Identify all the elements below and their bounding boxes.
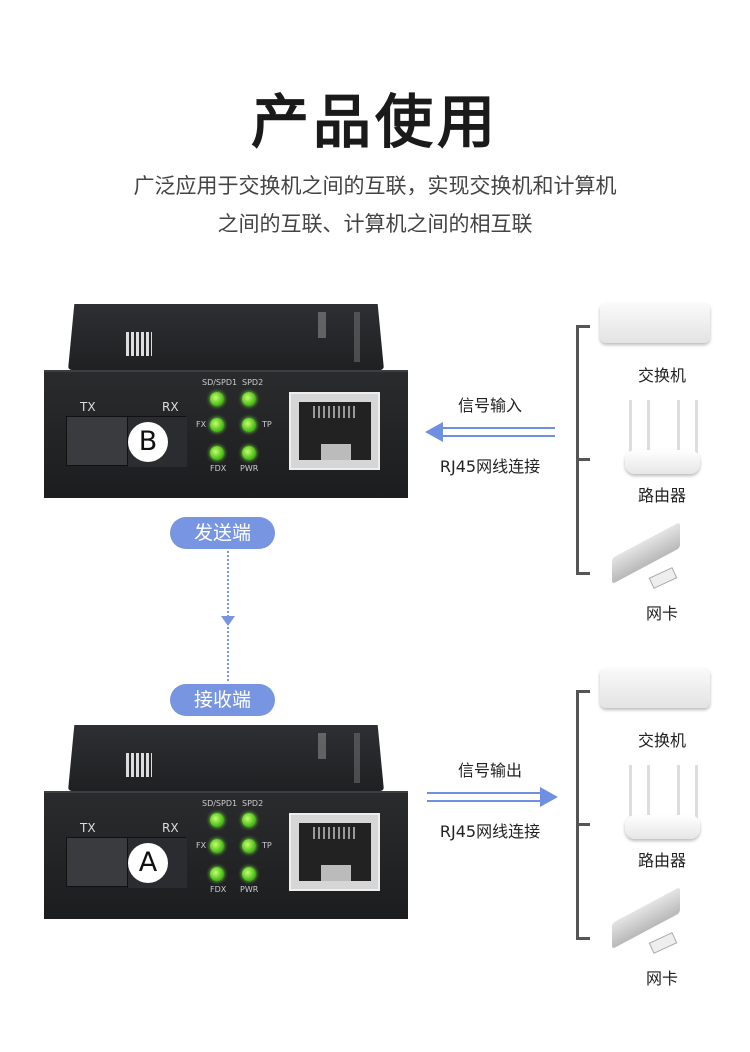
arrow-right-icon (427, 792, 542, 802)
device-front: TX RX B SD/SPD1 SPD2 FX TP FDX PWR (44, 370, 408, 498)
led-indicator (242, 446, 256, 460)
fiber-port: B (66, 416, 187, 467)
switch-image (600, 668, 710, 708)
led-label-spd2: SPD2 (242, 799, 264, 808)
model-text (318, 312, 326, 338)
led-label-tp: TP (262, 841, 272, 850)
led-indicator (242, 839, 256, 853)
led-indicator (242, 813, 256, 827)
switch-image (600, 303, 710, 343)
sender-pill: 发送端 (170, 517, 275, 549)
device-top (68, 304, 384, 370)
brand-logo (126, 753, 152, 777)
cable-label-top: RJ45网线连接 (439, 457, 541, 476)
led-indicator (210, 418, 224, 432)
led-label-sd-spd1: SD/SPD1 (202, 799, 238, 808)
led-indicator (242, 418, 256, 432)
badge-a: A (128, 843, 168, 883)
arrowhead-right-icon (540, 787, 558, 807)
led-indicator (242, 392, 256, 406)
tx-label: TX (80, 400, 96, 414)
device-top (68, 725, 384, 791)
rj45-port (289, 392, 380, 470)
signal-output-label: 信号输出 (457, 761, 522, 780)
bracket (576, 690, 590, 940)
network-card-image (612, 521, 692, 589)
model-text (354, 312, 360, 362)
led-indicator (242, 867, 256, 881)
endpoint-router-label: 路由器 (637, 486, 686, 505)
subtitle-line-2: 之间的互联、计算机之间的相互联 (217, 212, 533, 236)
rj45-port (289, 813, 380, 891)
led-label-pwr: PWR (240, 464, 259, 473)
led-label-fx: FX (196, 420, 207, 429)
brand-logo (126, 332, 152, 356)
fiber-port: A (66, 837, 187, 888)
cable-label-bottom: RJ45网线连接 (439, 822, 541, 841)
led-indicator (210, 446, 224, 460)
model-text (354, 733, 360, 783)
endpoint-router-label: 路由器 (637, 851, 686, 870)
tx-label: TX (80, 821, 96, 835)
bracket (576, 325, 590, 575)
led-label-tp: TP (262, 420, 272, 429)
led-label-pwr: PWR (240, 885, 259, 894)
endpoint-nic-label: 网卡 (645, 969, 678, 988)
device-front: TX RX A SD/SPD1 SPD2 FX TP FDX PWR (44, 791, 408, 919)
arrowhead-left-icon (425, 422, 443, 442)
receiver-pill: 接收端 (170, 684, 275, 716)
endpoint-switch-label: 交换机 (637, 731, 686, 750)
bracket-tick (576, 458, 590, 461)
network-card-image (612, 886, 692, 954)
led-label-fdx: FDX (210, 885, 227, 894)
bracket-tick (576, 823, 590, 826)
badge-b: B (128, 422, 168, 462)
led-label-fx: FX (196, 841, 207, 850)
model-text (318, 733, 326, 759)
endpoint-nic-label: 网卡 (645, 604, 678, 623)
led-indicator (210, 839, 224, 853)
arrow-down-icon (221, 616, 235, 626)
led-label-fdx: FDX (210, 464, 227, 473)
page-title: 产品使用 (250, 88, 499, 156)
media-converter-a: TX RX A SD/SPD1 SPD2 FX TP FDX PWR (44, 725, 408, 920)
signal-input-label: 信号输入 (457, 396, 522, 415)
led-label-sd-spd1: SD/SPD1 (202, 378, 238, 387)
rx-label: RX (162, 821, 179, 835)
subtitle-line-1: 广泛应用于交换机之间的互联，实现交换机和计算机 (133, 174, 617, 198)
led-label-spd2: SPD2 (242, 378, 264, 387)
arrow-left-icon (440, 427, 555, 437)
led-indicator (210, 867, 224, 881)
media-converter-b: TX RX B SD/SPD1 SPD2 FX TP FDX PWR (44, 304, 408, 499)
rx-label: RX (162, 400, 179, 414)
led-indicator (210, 813, 224, 827)
led-indicator (210, 392, 224, 406)
endpoint-switch-label: 交换机 (637, 366, 686, 385)
